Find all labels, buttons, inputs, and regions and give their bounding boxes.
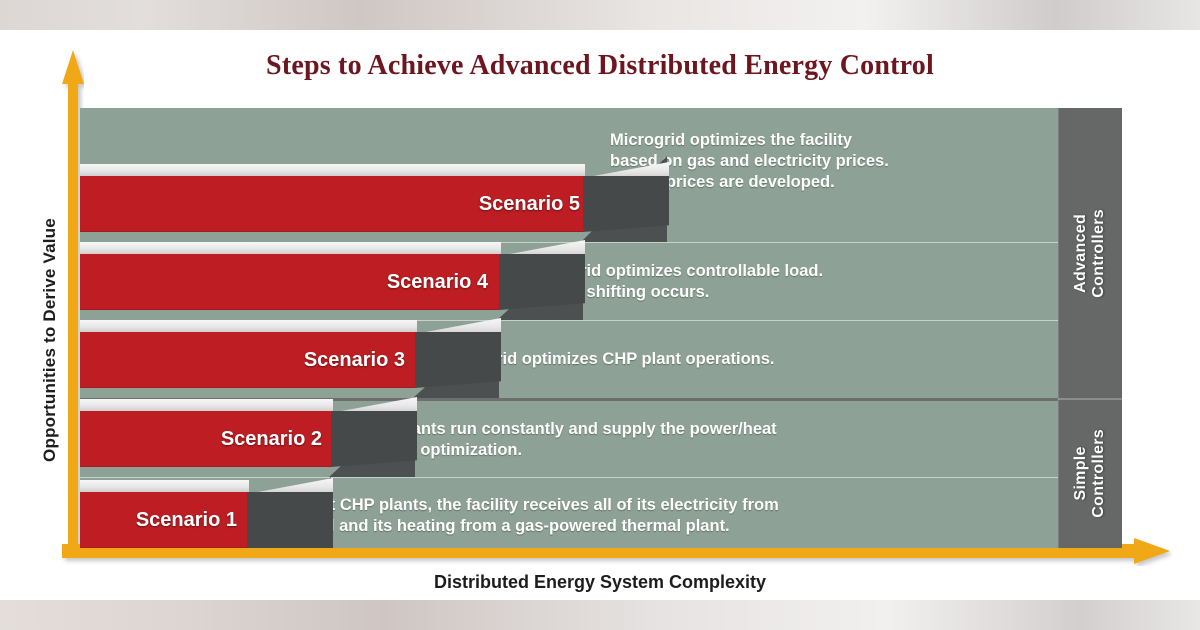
bar-scenario-3[interactable]: Scenario 3 (80, 318, 585, 388)
plot-area: Microgrid optimizes the facility based o… (80, 108, 1122, 548)
group-advanced-controllers: Advanced Controllers (1058, 108, 1122, 398)
bar-scenario-4[interactable]: Scenario 4 (80, 240, 669, 310)
letterbox-top (0, 0, 1200, 30)
letterbox-bottom (0, 600, 1200, 630)
page-title: Steps to Achieve Advanced Distributed En… (266, 50, 934, 81)
y-axis-label: Opportunities to Derive Value (40, 218, 59, 462)
bar-scenario-2[interactable]: Scenario 2 (80, 397, 501, 467)
group-label-advanced: Advanced Controllers (1071, 208, 1107, 298)
bar-label-scenario-1: Scenario 1 (135, 508, 237, 531)
x-axis-label: Distributed Energy System Complexity (433, 572, 767, 592)
up-arrow-icon (62, 48, 84, 553)
bar-label-scenario-2: Scenario 2 (220, 427, 322, 450)
bar-label-scenario-4: Scenario 4 (386, 270, 488, 293)
group-simple-controllers: Simple Controllers (1058, 398, 1122, 548)
bar-scenario-5[interactable]: Scenario 5 (80, 162, 755, 232)
bar-label-scenario-3: Scenario 3 (303, 348, 405, 371)
chart-canvas: Steps to Achieve Advanced Distributed En… (0, 30, 1200, 600)
bar-label-scenario-5: Scenario 5 (478, 192, 580, 215)
description-scenario-1: Without CHP plants, the facility receive… (274, 496, 779, 536)
bar-scenario-1[interactable]: Scenario 1 (80, 478, 417, 548)
group-label-simple: Simple Controllers (1071, 428, 1107, 518)
